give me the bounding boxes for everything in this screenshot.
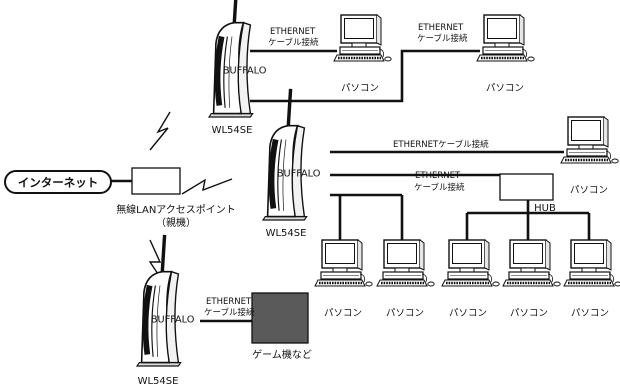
router-mid: BUFFALO [263, 89, 321, 220]
pc-bottom-5 [562, 238, 620, 288]
wireless-bolt-top [149, 111, 171, 151]
pc-bottom-1 [313, 238, 374, 288]
pc-bottom-2 [375, 238, 436, 288]
pc-bottom-3-label: パソコン [449, 308, 487, 319]
pc-top-1 [332, 13, 393, 63]
access-point: 無線LANアクセスポイント （親機） [116, 167, 236, 229]
pc-bottom-4-label: パソコン [510, 308, 548, 319]
router-bottom: BUFFALO [137, 235, 195, 366]
pc-bottom-3 [440, 238, 501, 288]
svg-text:BUFFALO: BUFFALO [277, 168, 321, 179]
svg-text:BUFFALO: BUFFALO [151, 314, 195, 325]
pc-bottom-5-label: パソコン [571, 308, 609, 319]
pc-top-1-label: パソコン [341, 83, 379, 94]
internet-node: インターネット [4, 170, 112, 194]
cables [111, 49, 591, 323]
pc-mid-right [559, 115, 620, 165]
cable-label-top-left-2: ケーブル接続 [268, 37, 319, 48]
hub-label: HUB [534, 203, 556, 214]
access-point-sublabel: （親機） [156, 216, 196, 229]
cable-label-top-left-1: ETHERNET [270, 27, 316, 37]
game-device-box [251, 292, 309, 344]
cable-label-top-right-2: ケーブル接続 [417, 33, 468, 44]
internet-label: インターネット [18, 176, 99, 190]
pc-bottom-1-label: パソコン [324, 308, 362, 319]
pc-bottom-4 [501, 238, 562, 288]
router-mid-label: WL54SE [266, 228, 307, 239]
router-top-label: WL54SE [212, 125, 253, 136]
svg-text:BUFFALO: BUFFALO [223, 65, 267, 76]
router-bottom-label: WL54SE [138, 376, 179, 387]
pc-top-2 [475, 13, 536, 63]
cable-label-top-right-1: ETHERNET [418, 23, 464, 33]
cable-label-mid-long: ETHERNETケーブル接続 [393, 139, 489, 150]
cable-label-mid-hub-1: ETHERNET [415, 171, 461, 181]
router-top: BUFFALO [209, 0, 267, 117]
access-point-box [131, 167, 181, 195]
access-point-label: 無線LANアクセスポイント [116, 203, 236, 216]
cable-label-bottom-1: ETHERNET [206, 297, 252, 307]
cable-label-bottom-2: ケーブル接続 [204, 307, 255, 318]
cable-top-to-pc2 [250, 49, 480, 103]
hub-box [499, 173, 554, 201]
hub: HUB [499, 173, 556, 214]
game-device: ゲーム機など [251, 292, 312, 361]
cable-label-mid-hub-2: ケーブル接続 [414, 182, 465, 193]
pc-mid-right-label: パソコン [570, 185, 608, 196]
wireless-bolt-mid [181, 178, 233, 195]
pc-top-2-label: パソコン [486, 83, 524, 94]
pc-bottom-2-label: パソコン [386, 308, 424, 319]
game-device-label: ゲーム機など [252, 348, 312, 361]
